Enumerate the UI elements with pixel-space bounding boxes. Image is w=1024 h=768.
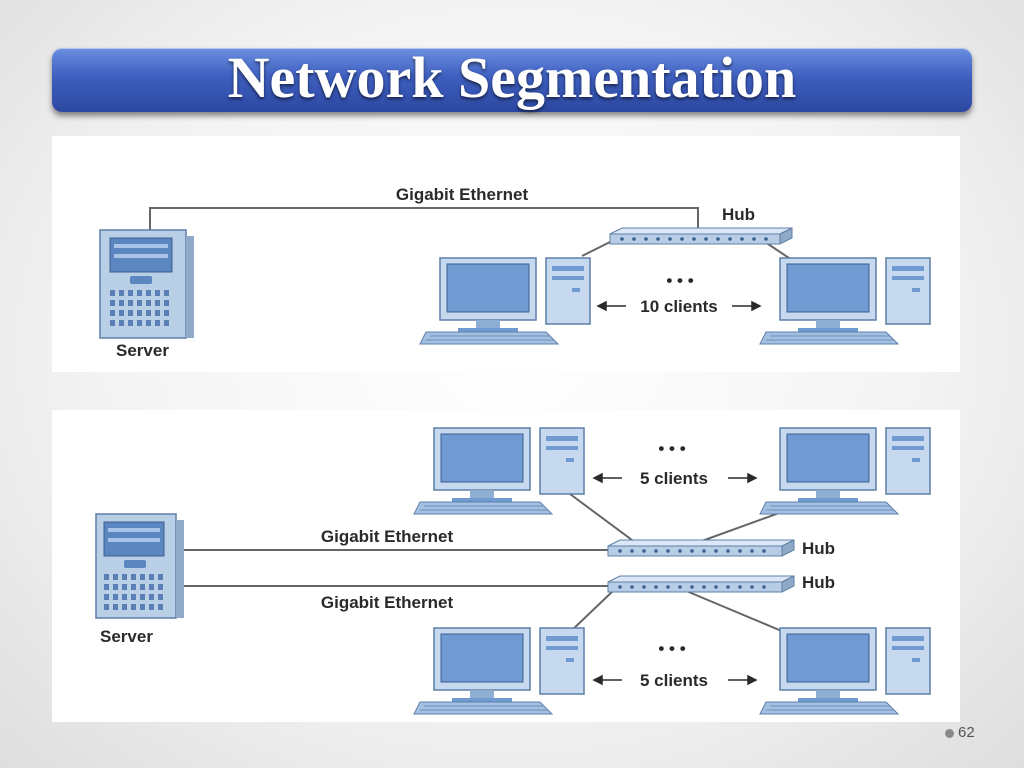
- client-computer-icon: [419, 257, 591, 345]
- ellipsis: • • •: [666, 271, 693, 290]
- bottom-diagram-panel: Server Gigabit Ethernet Gigabit Ethernet…: [52, 410, 960, 722]
- clients-count-label-upper: 5 clients: [640, 469, 708, 488]
- top-diagram-panel: Gigabit Ethernet Hub Server • • • 10 cli…: [52, 136, 960, 372]
- client-computer-icon: [759, 627, 931, 715]
- server-icon: [99, 229, 195, 339]
- hub-label: Hub: [722, 205, 755, 224]
- page-number: 62: [958, 724, 975, 741]
- upper-hub-label: Hub: [802, 539, 835, 558]
- ellipsis-lower: • • •: [658, 639, 685, 658]
- bottom-links: [184, 493, 805, 633]
- client-computer-icon: [413, 427, 585, 515]
- server-label: Server: [100, 627, 153, 646]
- lower-hub-link-right: [683, 589, 785, 633]
- gigabit-ethernet-link: [149, 207, 699, 232]
- top-diagram: Gigabit Ethernet Hub Server • • • 10 cli…: [99, 185, 931, 360]
- hub-icon: [609, 227, 793, 245]
- gigabit-ethernet-label-upper: Gigabit Ethernet: [321, 527, 454, 546]
- server-icon: [95, 513, 185, 619]
- lower-hub-label: Hub: [802, 573, 835, 592]
- upper-hub-icon: [607, 539, 795, 557]
- clients-count-label-lower: 5 clients: [640, 671, 708, 690]
- gigabit-ethernet-label-lower: Gigabit Ethernet: [321, 593, 454, 612]
- hub-link-left: [581, 239, 615, 257]
- server-label: Server: [116, 341, 169, 360]
- upper-hub-link-left: [569, 493, 641, 547]
- lower-hub-link-left: [569, 589, 615, 633]
- client-computer-icon: [759, 257, 931, 345]
- ellipsis-upper: • • •: [658, 439, 685, 458]
- clients-arrows: [596, 300, 762, 312]
- gigabit-ethernet-label: Gigabit Ethernet: [396, 185, 529, 204]
- client-computer-icon: [413, 627, 585, 715]
- bottom-diagram: Server Gigabit Ethernet Gigabit Ethernet…: [95, 427, 931, 715]
- page-bullet-icon: [945, 729, 954, 738]
- client-computer-icon: [759, 427, 931, 515]
- clients-arrows-upper: [592, 472, 758, 484]
- clients-count-label: 10 clients: [640, 297, 718, 316]
- slide-title: Network Segmentation: [227, 45, 797, 110]
- title-bar: Network Segmentation: [52, 45, 972, 112]
- clients-arrows-lower: [592, 674, 758, 686]
- lower-hub-icon: [607, 575, 795, 593]
